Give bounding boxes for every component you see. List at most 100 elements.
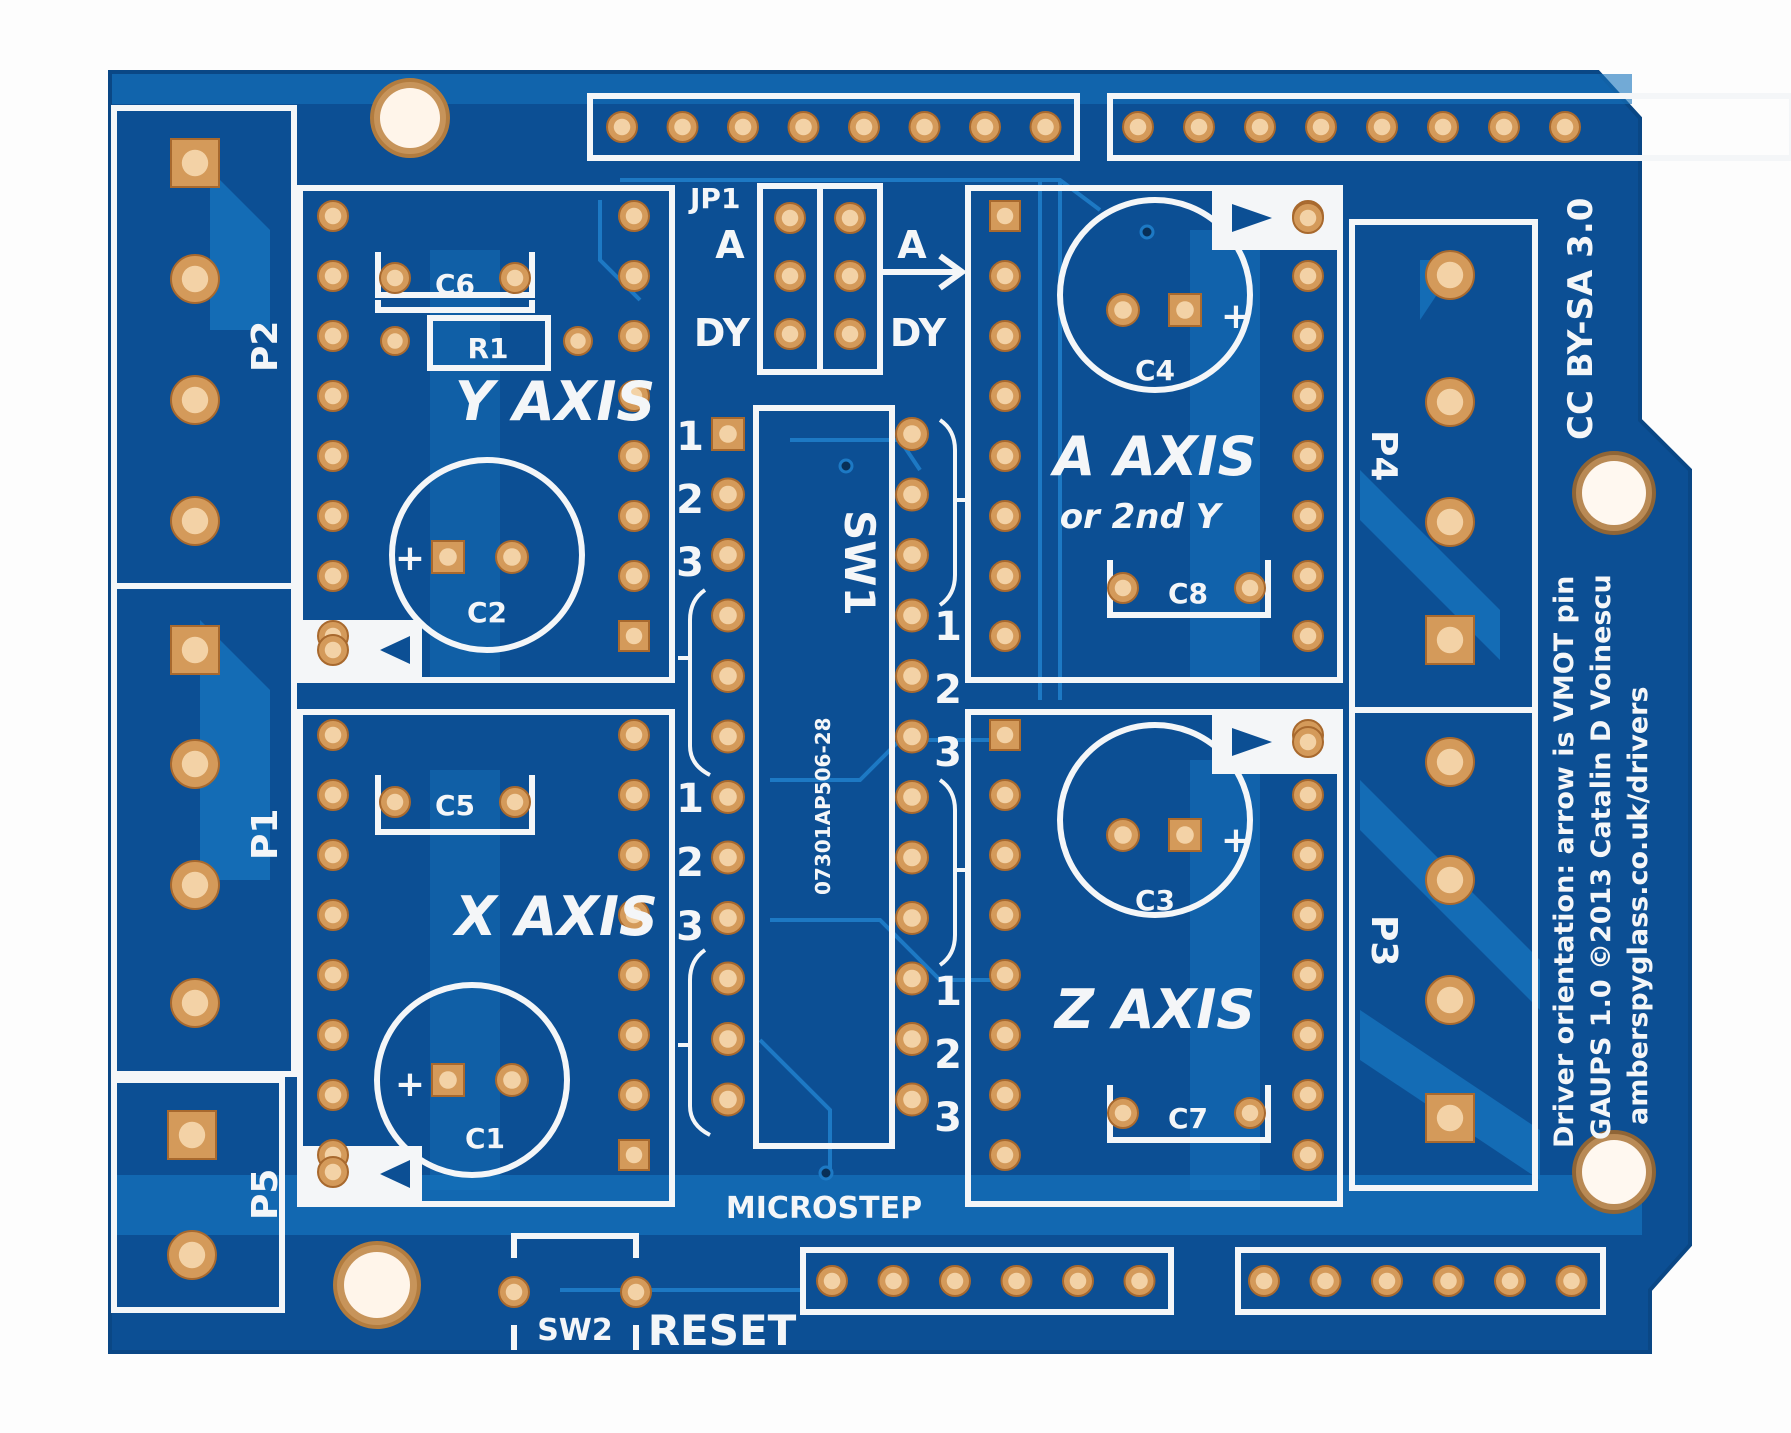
driver-pin [618, 260, 650, 292]
driver-pin [989, 1079, 1021, 1111]
p2-label: P2 [245, 321, 286, 372]
driver-pin [317, 899, 349, 931]
dip-switch-pin [711, 780, 745, 814]
mounting-holes [333, 78, 1656, 1329]
c1-plus: + [395, 1064, 425, 1105]
a-axis-driver-outline [965, 185, 1343, 683]
dip-switch-pin [895, 659, 929, 693]
z-axis-label: Z AXIS [1053, 978, 1255, 1041]
driver-pin [1292, 1019, 1324, 1051]
pads [167, 111, 1588, 1308]
c3-plus: + [1221, 820, 1251, 861]
microstep-brackets [678, 418, 968, 1137]
driver-pin [618, 620, 650, 652]
ms-a-1: 1 [934, 604, 962, 650]
x-axis-driver-outline [297, 709, 675, 1207]
dip-switch-pin [895, 901, 929, 935]
header-pin [1366, 111, 1398, 143]
c1-label: C1 [465, 1122, 505, 1155]
driver-pin [1292, 500, 1324, 532]
ms-x-1: 1 [676, 776, 704, 822]
c6-label: C6 [435, 268, 475, 301]
jumper-pin [774, 260, 806, 292]
jumper-pin [774, 318, 806, 350]
p5-label: P5 [245, 1169, 286, 1220]
dip-switch-pin [895, 719, 929, 754]
via [838, 458, 854, 474]
c2-plus: + [395, 538, 425, 579]
driver-pin [317, 560, 349, 592]
jumper-pin [774, 202, 806, 234]
license-text: CC BY-SA 3.0 [1561, 198, 1601, 440]
header-pin [1183, 111, 1215, 143]
c7-pin [1234, 1097, 1266, 1129]
driver-pin [1292, 620, 1324, 652]
dip-switch-pin [711, 1022, 745, 1056]
terminal-pad-p3 [1425, 1093, 1475, 1143]
driver-pin [989, 560, 1021, 592]
jp1-label: JP1 [688, 182, 740, 215]
header-pin [1432, 1265, 1465, 1297]
c2-pin [495, 540, 529, 574]
p5-outline [111, 1077, 285, 1313]
z-axis-driver-outline [965, 709, 1343, 1207]
driver-pin [989, 899, 1021, 931]
driver-pin [1292, 440, 1324, 472]
driver-pin [989, 620, 1021, 652]
terminal-pad-p1 [170, 978, 220, 1028]
y-axis-driver-outline [297, 185, 675, 683]
c8-pin [1234, 572, 1266, 604]
driver-pin [317, 320, 349, 352]
y-axis-label: Y AXIS [455, 370, 655, 433]
ms-z-1: 1 [934, 969, 962, 1015]
c1-pin [431, 1063, 465, 1097]
driver-pin [618, 1079, 650, 1111]
c4-label: C4 [1135, 354, 1175, 387]
vmot-pin [1292, 202, 1324, 234]
header-pin [1244, 111, 1276, 143]
header-pin [1305, 111, 1337, 143]
header-top-right-outline [1107, 93, 1791, 161]
driver-pin [1292, 1079, 1324, 1111]
header-pin [877, 1265, 910, 1297]
header-pin [787, 111, 820, 143]
driver-pin [989, 380, 1021, 412]
driver-pin [989, 200, 1021, 232]
jp1-left-a: A [715, 223, 745, 267]
terminal-pad-p3 [1425, 855, 1475, 905]
driver-pin [989, 839, 1021, 871]
terminal-pad-p3 [1425, 737, 1475, 787]
dip-switch-pin [895, 417, 929, 451]
header-pin [1371, 1265, 1403, 1297]
dip-switch-pin [895, 780, 929, 814]
terminal-pad-p2 [170, 375, 220, 425]
ms-z-2: 2 [934, 1032, 962, 1078]
driver-pin [317, 200, 349, 232]
vmot-pin [317, 634, 349, 666]
orientation-note: Driver orientation: arrow is VMOT pin [1549, 576, 1580, 1148]
driver-pin [618, 380, 650, 412]
c6-pin [499, 262, 531, 294]
terminal-pad-p5 [167, 1110, 217, 1160]
terminal-pad-p4 [1425, 497, 1475, 547]
ms-x-2: 2 [676, 840, 704, 886]
silkscreen-text: Y AXIS X AXIS A AXIS or 2nd Y Z AXIS C6 … [245, 182, 1654, 1355]
driver-pin [989, 440, 1021, 472]
header-pin [1029, 111, 1062, 143]
c7-pin [1107, 1097, 1139, 1129]
header-pin [666, 111, 699, 143]
driver-pin [1292, 260, 1324, 292]
dip-switch-pin [711, 719, 745, 754]
jp1-right-dy: DY [890, 311, 947, 355]
driver-pin [989, 260, 1021, 292]
reset-label: RESET [648, 1306, 797, 1355]
driver-pin [1292, 839, 1324, 871]
header-pin [939, 1265, 971, 1297]
sw2-label: SW2 [537, 1313, 613, 1348]
ms-y-2: 2 [676, 477, 704, 523]
jp1-left-dy: DY [694, 311, 751, 355]
header-pin [1555, 1265, 1588, 1297]
r1-pin [380, 326, 410, 356]
c2-pin [431, 540, 465, 574]
terminal-pad-p1 [170, 739, 220, 789]
